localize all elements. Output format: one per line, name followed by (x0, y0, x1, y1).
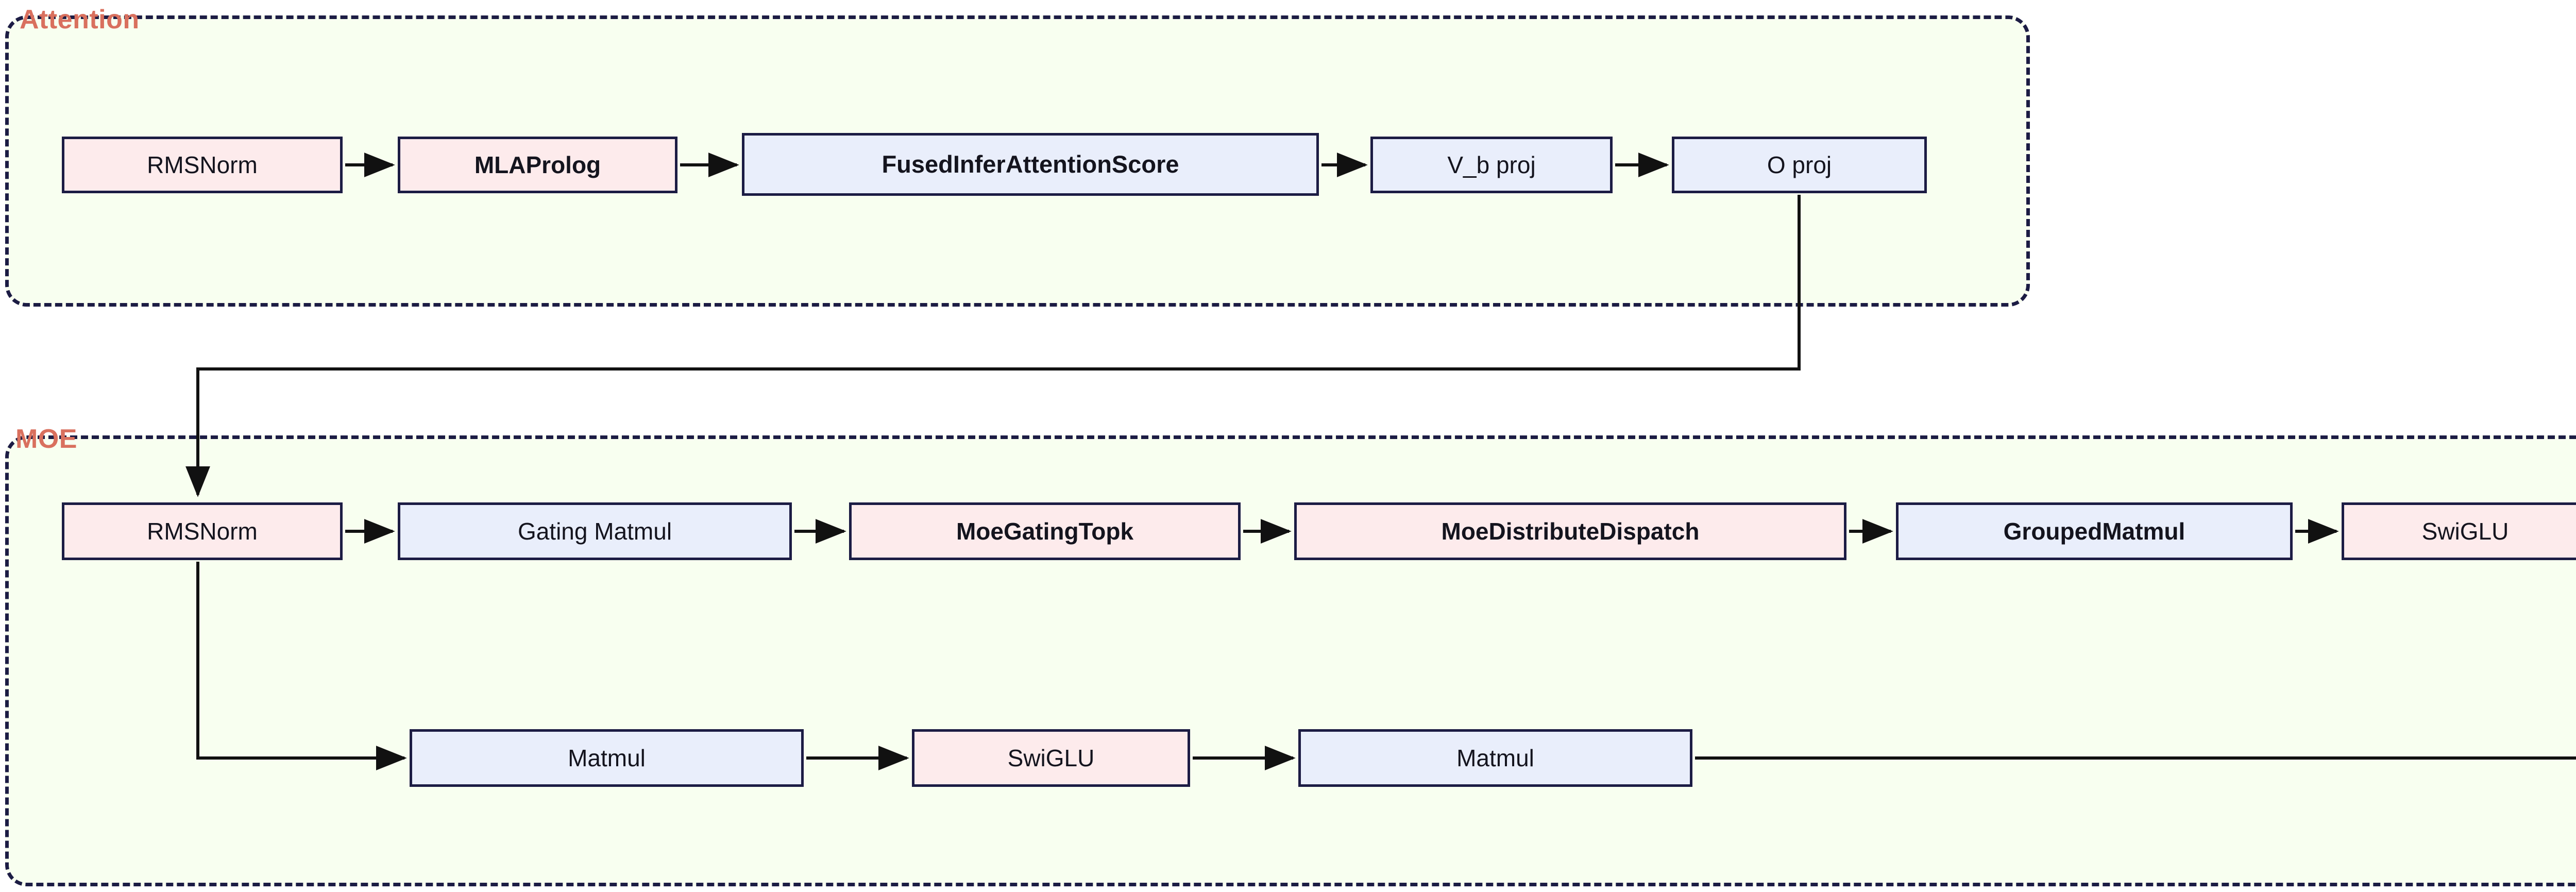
node-moe-gmm1[interactable]: GroupedMatmul (1896, 502, 2293, 560)
node-moe-matmul2[interactable]: Matmul (1298, 729, 1692, 787)
node-label: V_b proj (1447, 151, 1536, 178)
node-label: SwiGLU (2421, 517, 2509, 545)
node-label: RMSNorm (147, 151, 258, 178)
node-label: MoeGatingTopk (956, 517, 1134, 545)
node-att-fias[interactable]: FusedInferAttentionScore (742, 133, 1319, 196)
node-label: RMSNorm (147, 517, 258, 545)
group-label-moe: MOE (15, 424, 77, 454)
node-label: Matmul (568, 744, 646, 771)
node-att-rmsnorm[interactable]: RMSNorm (62, 137, 343, 193)
node-moe-dispatch[interactable]: MoeDistributeDispatch (1294, 502, 1846, 560)
node-label: SwiGLU (1007, 744, 1095, 771)
node-label: MoeDistributeDispatch (1441, 517, 1700, 545)
node-label: Gating Matmul (517, 517, 672, 545)
node-moe-swiglu1[interactable]: SwiGLU (2342, 502, 2576, 560)
node-label: GroupedMatmul (2003, 517, 2185, 545)
node-moe-gating[interactable]: Gating Matmul (398, 502, 792, 560)
node-moe-rmsnorm[interactable]: RMSNorm (62, 502, 343, 560)
node-moe-topk[interactable]: MoeGatingTopk (849, 502, 1241, 560)
node-att-mlaprolog[interactable]: MLAProlog (398, 137, 677, 193)
group-label-attention: Attention (20, 5, 140, 35)
node-label: MLAProlog (474, 151, 601, 178)
node-label: O proj (1767, 151, 1832, 178)
node-att-oproj[interactable]: O proj (1672, 137, 1927, 193)
node-label: FusedInferAttentionScore (882, 150, 1179, 178)
node-moe-matmul1[interactable]: Matmul (410, 729, 804, 787)
node-label: Matmul (1456, 744, 1534, 771)
node-moe-swiglu2[interactable]: SwiGLU (912, 729, 1190, 787)
node-att-vbproj[interactable]: V_b proj (1370, 137, 1613, 193)
